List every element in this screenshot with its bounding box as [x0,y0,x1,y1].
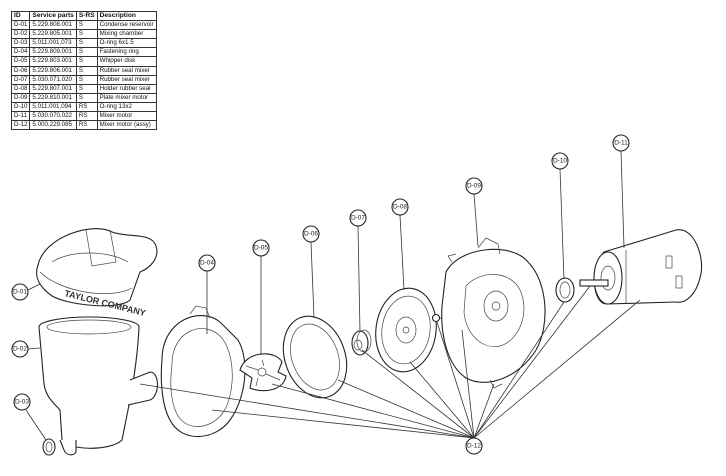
cell-id: D-08 [10,83,31,94]
cell-id: D-11 [10,111,31,122]
cell-service-part: 5.229.803.001 [29,56,77,67]
cell-id: D-09 [10,92,31,103]
cell-service-part: 5.030.070.022 [29,111,77,122]
callout-d03: D-03 [13,393,31,411]
cell-id: D-12 [10,120,31,131]
cell-description: Rubber seal mixer [96,65,157,76]
header-id: ID [10,10,31,22]
callout-d08: D-08 [391,198,409,216]
cell-id: D-03 [10,38,31,49]
fastening-ring [160,305,246,438]
cell-description: O-ring 13x2 [96,101,157,113]
cell-service-part: 5.229.807.001 [29,83,77,94]
callout-d11: D-11 [612,134,630,152]
cell-service-part: 5.000.229.085 [29,120,77,131]
callout-d12: D-12 [465,437,483,455]
table-header-row: ID Service parts S-RS Description [10,10,157,22]
cell-description: Mixing chamber [96,29,157,40]
cell-service-part: 5.229.809.001 [29,47,77,58]
callout-label: D-03 [15,399,29,406]
cell-id: D-07 [10,74,31,85]
callout-d05: D-05 [252,239,270,257]
cell-description: Rubber seal mixer [96,74,157,85]
cell-service-part: 5.229.810.001 [29,92,77,103]
cell-service-part: 5.011.001.073 [29,38,77,49]
callout-label: D-08 [393,204,407,211]
o-ring-large [555,277,575,303]
callout-label: D-05 [254,245,268,252]
callout-label: D-02 [13,346,27,353]
callout-label: D-12 [467,443,481,450]
rubber-seal-small [351,329,372,356]
cell-id: D-04 [10,47,31,58]
o-ring-small [42,438,56,456]
callout-d09: D-09 [465,177,483,195]
cell-description: Condense reservoir [96,20,157,31]
assembly-leader-lines [139,285,641,439]
cell-service-part: 5.229.808.001 [29,20,77,31]
cell-service-part: 5.229.805.001 [29,29,77,40]
callout-d01: D-01 [11,283,29,301]
cell-id: D-06 [10,65,31,76]
callout-label: D-09 [467,183,481,190]
callout-label: D-10 [553,158,567,165]
mixer-motor [579,229,703,305]
mixing-chamber [38,316,159,456]
callout-label: D-11 [614,140,628,147]
callout-label: D-04 [200,260,214,267]
header-service-parts: Service parts [29,10,77,22]
plate-mixer-motor [441,237,546,389]
cell-description: Plate mixer motor [96,92,157,103]
callout-label: D-01 [13,289,27,296]
rubber-seal-large [282,315,348,399]
cell-id: D-10 [10,101,31,113]
header-description: Description [96,10,157,22]
cell-description: Fastening ring [96,47,157,58]
callout-d07: D-07 [349,209,367,227]
callout-d04: D-04 [198,254,216,272]
cell-description: Holder rubber seal [96,83,157,94]
callout-d10: D-10 [551,152,569,170]
cell-description: Mixer motor (assy) [96,120,157,131]
callout-label: D-07 [351,215,365,222]
whipper-disk [239,353,287,392]
callout-label: D-06 [304,231,318,238]
holder-rubber-seal [375,287,437,373]
cell-id: D-02 [10,29,31,40]
cell-service-part: 5.229.806.001 [29,65,77,76]
condense-reservoir: TAYLOR COMPANY [35,228,158,318]
callout-d06: D-06 [302,225,320,243]
leader-lines [25,150,625,441]
cell-id: D-05 [10,56,31,67]
callout-d02: D-02 [11,340,29,358]
cell-service-part: 5.030.071.020 [29,74,77,85]
cell-description: Whipper disk [96,56,157,67]
cell-description: Mixer motor [96,111,157,122]
cell-id: D-01 [10,20,31,31]
cell-description: O-ring 6x1.5 [96,38,157,49]
cell-service-part: 5.011.001.094 [29,101,77,113]
